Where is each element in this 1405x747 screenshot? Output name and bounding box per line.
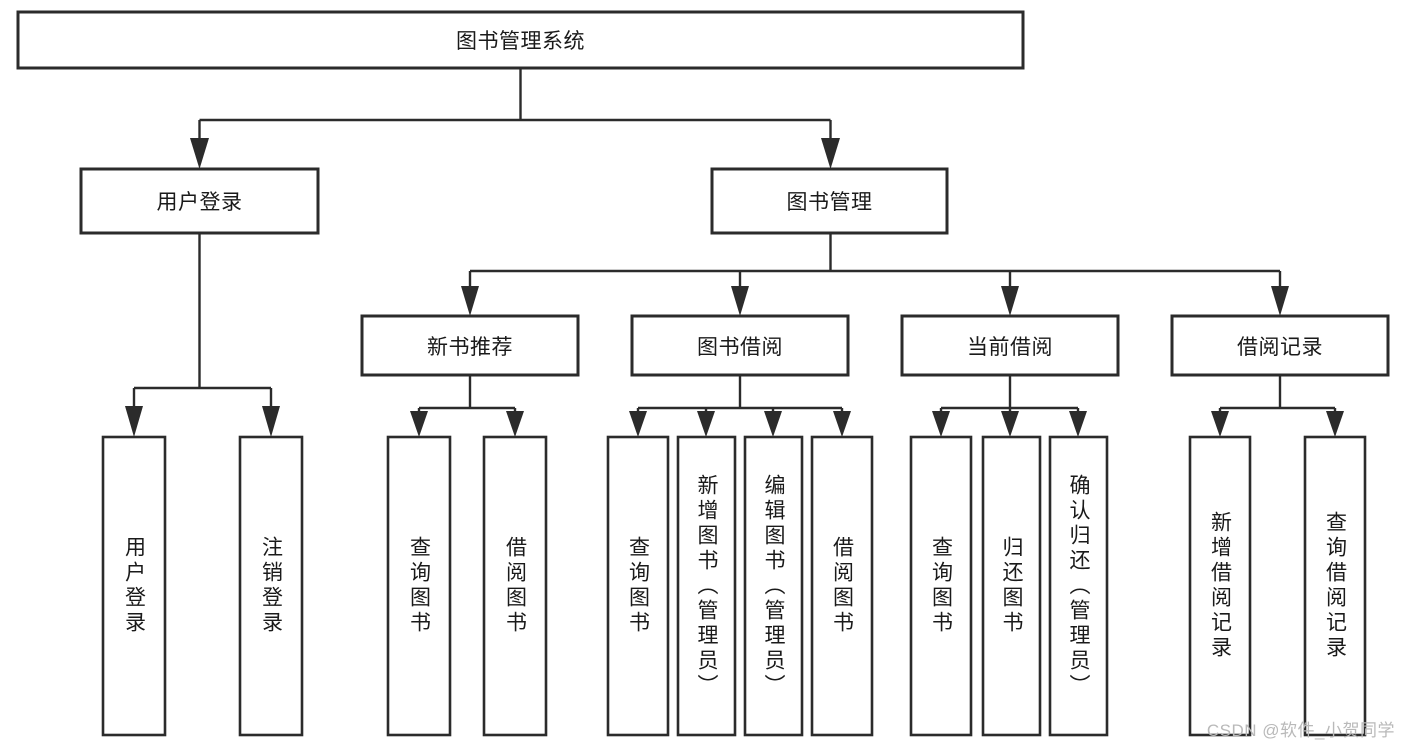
box-book-borrow[interactable] (630, 314, 850, 377)
connector-user-login-to-leaves (125, 233, 280, 437)
arrow-head-icon (629, 411, 647, 437)
box-leaf-borrow-book-1[interactable] (482, 435, 548, 737)
arrow-head-icon (731, 286, 749, 316)
arrow-head-icon (190, 138, 209, 169)
box-leaf-edit-book[interactable] (743, 435, 804, 737)
box-leaf-query-book-2[interactable] (606, 435, 670, 737)
arrow-head-icon (821, 138, 840, 169)
box-leaf-confirm-return[interactable] (1048, 435, 1109, 737)
arrow-head-icon (1069, 411, 1087, 437)
arrow-head-icon (1211, 411, 1229, 437)
box-leaf-add-book[interactable] (676, 435, 737, 737)
box-leaf-return-book[interactable] (981, 435, 1042, 737)
connector-new-book-recommend-to-leaves (410, 375, 524, 437)
box-leaf-query-book-1[interactable] (386, 435, 452, 737)
box-leaf-user-login[interactable] (101, 435, 167, 737)
arrow-head-icon (1001, 411, 1019, 437)
arrow-head-icon (262, 406, 280, 437)
box-new-book-recommend[interactable] (360, 314, 580, 377)
arrow-head-icon (764, 411, 782, 437)
box-leaf-query-book-3[interactable] (909, 435, 973, 737)
connector-root-to-level2 (190, 68, 840, 169)
box-book-manage[interactable] (710, 167, 949, 235)
arrow-head-icon (1001, 286, 1019, 316)
arrow-head-icon (1271, 286, 1289, 316)
box-leaf-query-record[interactable] (1303, 435, 1367, 737)
arrow-head-icon (1326, 411, 1344, 437)
box-leaf-add-record[interactable] (1188, 435, 1252, 737)
arrow-head-icon (697, 411, 715, 437)
box-leaf-borrow-book-2[interactable] (810, 435, 874, 737)
box-leaf-user-logout[interactable] (238, 435, 304, 737)
box-user-login[interactable] (79, 167, 320, 235)
arrow-head-icon (461, 286, 479, 316)
box-current-borrow[interactable] (900, 314, 1120, 377)
arrow-head-icon (833, 411, 851, 437)
box-borrow-record[interactable] (1170, 314, 1390, 377)
connector-borrow-record-to-leaves (1211, 375, 1344, 437)
arrow-head-icon (932, 411, 950, 437)
csdn-watermark: CSDN @软件_小贺同学 (1206, 721, 1395, 740)
box-root[interactable] (16, 10, 1025, 70)
node-rectangles (16, 10, 1390, 737)
connector-book-borrow-to-leaves (629, 375, 851, 437)
arrow-head-icon (410, 411, 428, 437)
connector-current-borrow-to-leaves (932, 375, 1087, 437)
arrow-head-icon (125, 406, 143, 437)
connector-book-manage-to-level3 (461, 233, 1289, 316)
arrow-head-icon (506, 411, 524, 437)
